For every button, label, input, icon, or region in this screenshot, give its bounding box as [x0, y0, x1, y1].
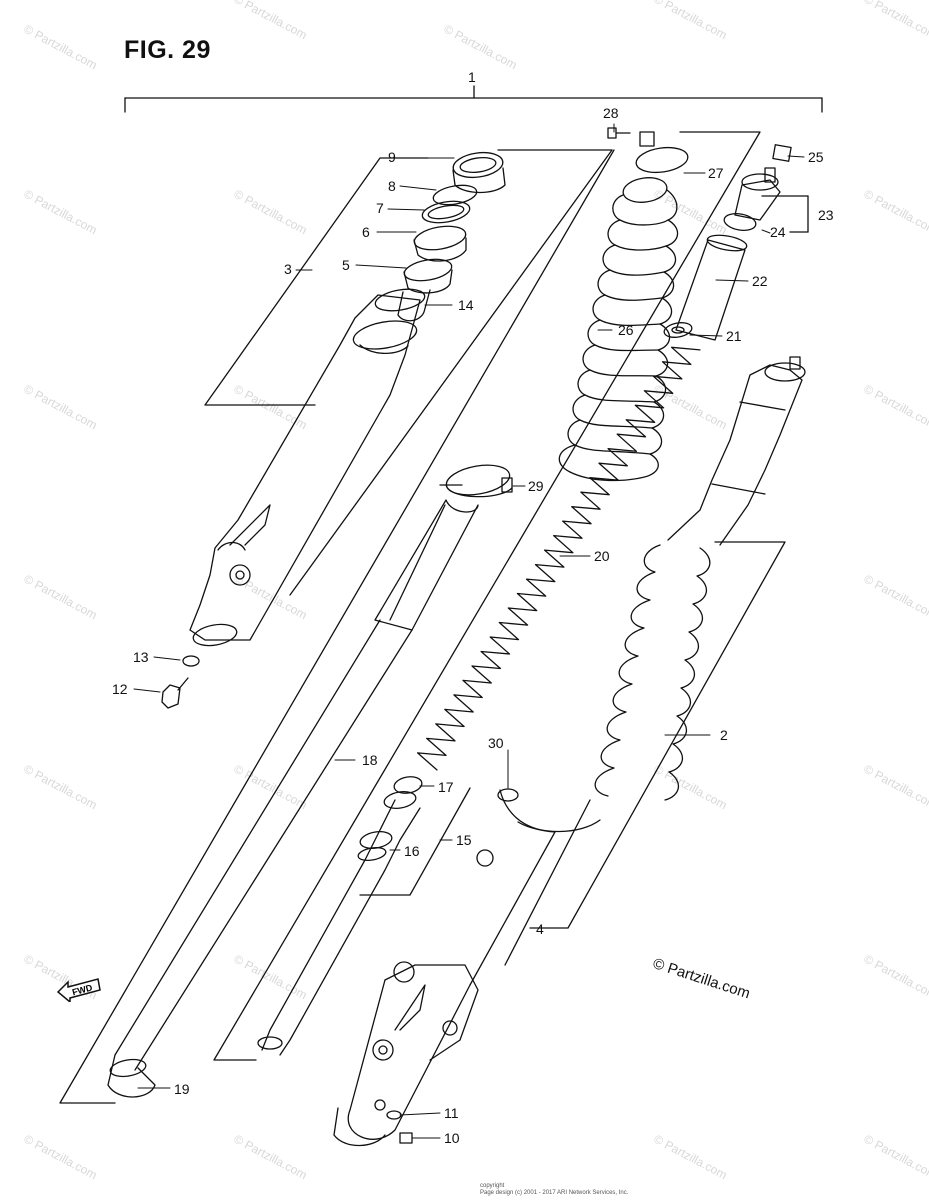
damper-rod-15 — [257, 776, 423, 1056]
callout-22: 22 — [752, 273, 768, 289]
callout-18: 18 — [362, 752, 378, 768]
callout-29: 29 — [528, 478, 544, 494]
callout-3: 3 — [284, 261, 292, 277]
callout-28: 28 — [603, 105, 619, 121]
outer-tube-4 — [333, 789, 591, 1147]
group-frame-3 — [204, 149, 613, 596]
callout-27: 27 — [708, 165, 724, 181]
callout-2: 2 — [720, 727, 728, 743]
callout-5: 5 — [342, 257, 350, 273]
cap-bolt-23 — [734, 167, 781, 221]
left-fork-leg — [189, 288, 426, 647]
spacer-22 — [675, 234, 748, 341]
assembly-bracket — [124, 85, 823, 113]
footer-line-2: Page design (c) 2001 - 2017 ARI Network … — [480, 1190, 629, 1196]
callout-13: 13 — [133, 649, 149, 665]
callout-25: 25 — [808, 149, 824, 165]
clamp-29 — [445, 464, 513, 498]
bolt-12 — [161, 677, 189, 709]
callout-8: 8 — [388, 178, 396, 194]
washer-11 — [386, 1110, 402, 1120]
right-fork-tube — [667, 356, 806, 546]
inner-tube-18 — [107, 499, 479, 1098]
callout-20: 20 — [594, 548, 610, 564]
oring-24 — [723, 212, 757, 232]
callout-30: 30 — [488, 735, 504, 751]
screw-28 — [607, 127, 631, 139]
callout-23: 23 — [818, 207, 834, 223]
bolt-10 — [399, 1132, 413, 1144]
group-frame-2 — [529, 541, 786, 929]
callout-10: 10 — [444, 1130, 460, 1146]
figure-title: FIG. 29 — [124, 36, 211, 64]
callout-17: 17 — [438, 779, 454, 795]
spring-20 — [416, 346, 701, 771]
callout-4: 4 — [536, 921, 544, 937]
washer-30 — [497, 788, 519, 802]
callout-6: 6 — [362, 224, 370, 240]
forward-arrow-icon: FWD — [56, 978, 101, 1002]
group-frame-18 — [59, 149, 615, 1104]
callout-24: 24 — [770, 224, 786, 240]
bracket-23 — [761, 195, 809, 233]
callout-1: 1 — [468, 69, 476, 85]
callout-9: 9 — [388, 149, 396, 165]
callouts: 1 28 9 25 27 8 7 23 6 24 5 3 22 14 26 21… — [112, 69, 834, 1146]
callout-21: 21 — [726, 328, 742, 344]
dust-boot-26 — [558, 177, 679, 482]
washer-13 — [182, 655, 200, 667]
callout-26: 26 — [618, 322, 634, 338]
callout-11: 11 — [444, 1105, 459, 1121]
clamp-27 — [635, 131, 689, 174]
callout-12: 12 — [112, 681, 128, 697]
group-frame-15 — [359, 787, 471, 896]
callout-14: 14 — [458, 297, 474, 313]
callout-19: 19 — [174, 1081, 190, 1097]
callout-15: 15 — [456, 832, 472, 848]
seal-stack — [397, 151, 506, 322]
page-footer: copyright Page design (c) 2001 - 2017 AR… — [480, 1183, 740, 1197]
plug-25 — [772, 144, 792, 162]
dust-boot-right — [517, 544, 711, 833]
leader-lines — [133, 123, 805, 1139]
callout-16: 16 — [404, 843, 420, 859]
callout-7: 7 — [376, 200, 384, 216]
group-frame-27 — [213, 131, 761, 1061]
washer-21 — [663, 322, 693, 338]
footer-line-1: copyright — [480, 1183, 505, 1189]
